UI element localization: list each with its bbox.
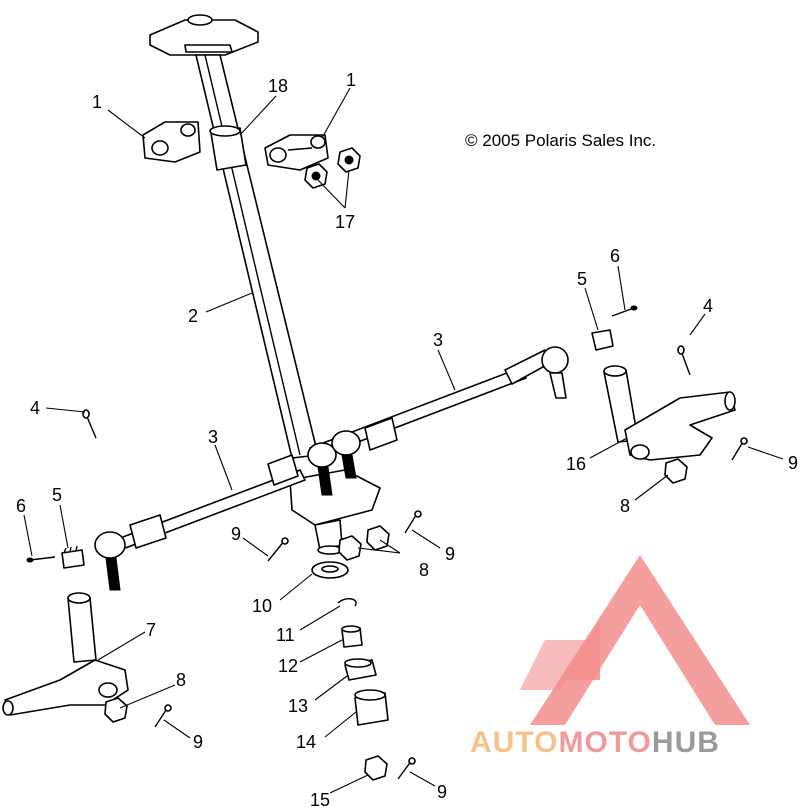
inner-ball-joints <box>307 430 361 496</box>
callout-4b: 4 <box>703 296 713 316</box>
callout-15: 15 <box>310 790 330 808</box>
callout-9a: 9 <box>231 524 241 544</box>
callout-6b: 6 <box>610 246 620 266</box>
callout-8c: 8 <box>419 560 429 580</box>
callout-1a: 1 <box>92 92 102 112</box>
callout-5a: 5 <box>52 485 62 505</box>
callout-11: 11 <box>276 625 295 645</box>
clamp-left <box>142 121 201 163</box>
callout-10: 10 <box>252 596 272 616</box>
callout-4a: 4 <box>30 398 40 418</box>
tie-rod-right <box>309 346 569 459</box>
watermark-hub: HUB <box>652 726 720 759</box>
callout-9b: 9 <box>445 544 455 564</box>
watermark-moto: MOTO <box>558 726 651 759</box>
copyright-notice: © 2005 Polaris Sales Inc. <box>465 131 656 150</box>
callout-14: 14 <box>296 732 316 752</box>
spindle-right <box>603 365 736 461</box>
clamp-nuts <box>304 147 361 189</box>
callout-17: 17 <box>335 212 355 232</box>
spindle-left <box>2 592 129 716</box>
callout-5b: 5 <box>577 269 587 289</box>
watermark-text: AUTOMOTOHUB <box>470 726 720 759</box>
clamp-right <box>264 134 329 171</box>
callout-3a: 3 <box>433 330 443 350</box>
watermark-auto: AUTO <box>470 726 558 759</box>
callout-12: 12 <box>278 656 298 676</box>
automotohub-logo <box>520 555 750 725</box>
callout-18: 18 <box>268 76 288 96</box>
hardware <box>26 305 748 781</box>
callout-16: 16 <box>566 454 586 474</box>
callout-3b: 3 <box>208 427 218 447</box>
callout-7: 7 <box>146 620 156 640</box>
callout-1b: 1 <box>346 70 356 90</box>
callout-8b: 8 <box>620 496 630 516</box>
callout-2: 2 <box>188 306 198 326</box>
callout-13: 13 <box>288 696 308 716</box>
callout-8a: 8 <box>176 670 186 690</box>
callout-9c: 9 <box>788 453 798 473</box>
callout-6a: 6 <box>16 496 26 516</box>
leader-lines <box>23 87 784 794</box>
tie-rod-left <box>94 454 306 591</box>
steering-post <box>149 14 381 555</box>
callout-labels: 1 18 1 17 2 3 3 4 4 5 5 6 6 7 8 8 8 9 9 … <box>16 70 798 808</box>
callout-9e: 9 <box>437 782 447 802</box>
callout-9d: 9 <box>193 732 203 752</box>
